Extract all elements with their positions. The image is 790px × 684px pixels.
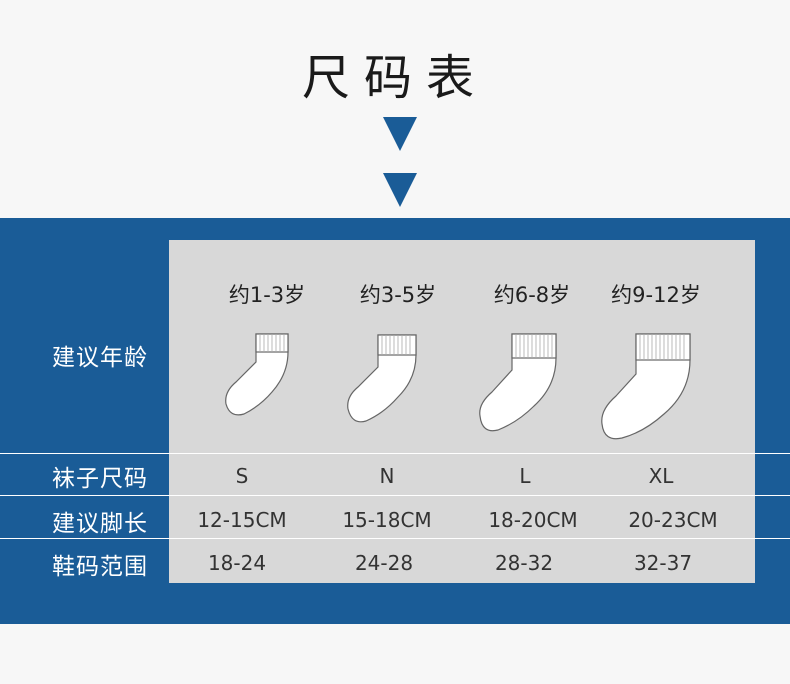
sock-icon <box>479 333 557 432</box>
sock-icon <box>225 333 289 416</box>
row-divider <box>0 495 790 496</box>
sock-size-cell: S <box>235 464 249 488</box>
sock-icon <box>601 333 691 440</box>
age-cell: 约6-8岁 <box>493 283 571 307</box>
sock-size-cell: L <box>519 464 531 488</box>
row-divider <box>0 538 790 539</box>
down-arrow-icon <box>383 117 417 151</box>
row-label-sock-size: 袜子尺码 <box>52 466 148 492</box>
row-divider <box>0 453 790 454</box>
page-title: 尺码表 <box>301 50 488 106</box>
row-label-age: 建议年龄 <box>52 345 148 371</box>
shoe-size-cell: 18-24 <box>207 551 267 575</box>
foot-length-cell: 20-23CM <box>628 508 718 532</box>
sock-size-cell: XL <box>648 464 674 488</box>
foot-length-cell: 12-15CM <box>197 508 287 532</box>
foot-length-cell: 15-18CM <box>342 508 432 532</box>
sock-icon <box>347 334 417 423</box>
sock-size-cell: N <box>379 464 395 488</box>
age-cell: 约9-12岁 <box>611 283 701 307</box>
shoe-size-cell: 24-28 <box>354 551 414 575</box>
down-arrow-icon <box>383 173 417 207</box>
row-label-foot-length: 建议脚长 <box>52 511 148 537</box>
age-cell: 约3-5岁 <box>359 283 437 307</box>
shoe-size-cell: 28-32 <box>494 551 554 575</box>
shoe-size-cell: 32-37 <box>633 551 693 575</box>
row-label-shoe-size: 鞋码范围 <box>52 554 148 580</box>
foot-length-cell: 18-20CM <box>488 508 578 532</box>
age-cell: 约1-3岁 <box>228 283 306 307</box>
